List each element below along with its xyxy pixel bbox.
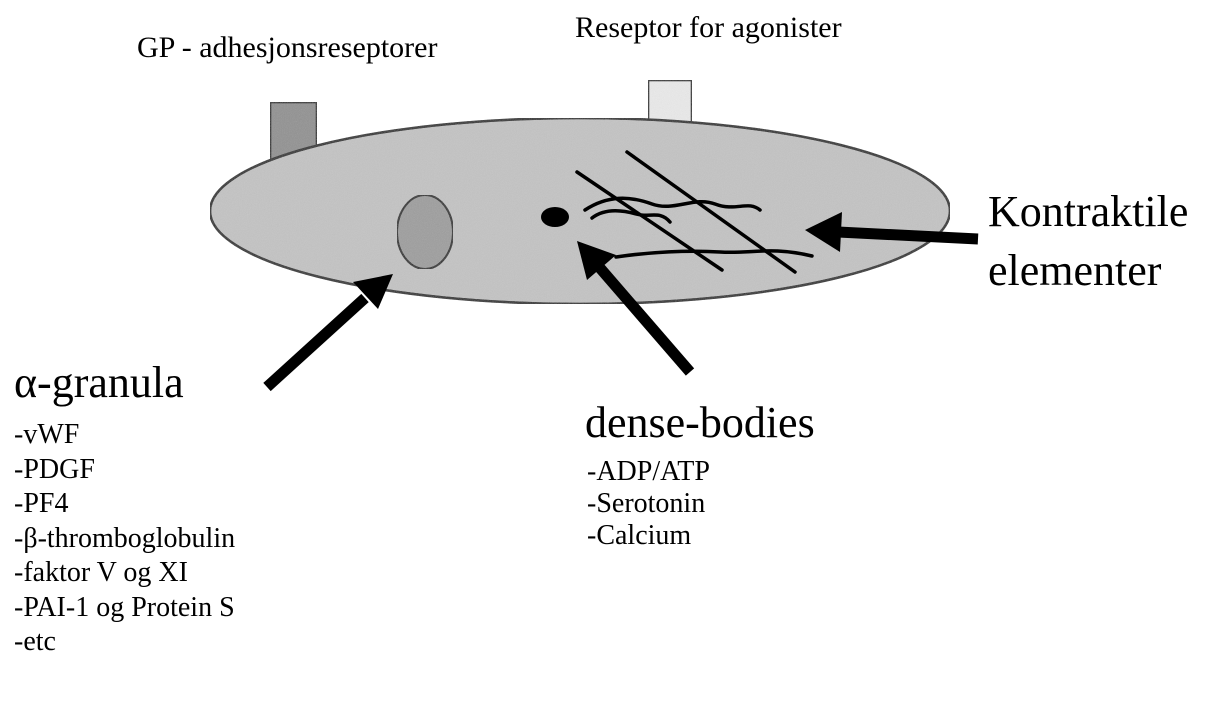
list-item: -PDGF — [14, 453, 235, 488]
list-item: -etc — [14, 625, 235, 660]
list-item: -faktor V og XI — [14, 556, 235, 591]
list-item: -Serotonin — [587, 488, 710, 520]
contractile-label-line2: elementer — [988, 249, 1161, 293]
alpha-granula-heading: α-granula — [14, 361, 184, 405]
alpha-granula-list: -vWF -PDGF -PF4 -β-thromboglobulin -fakt… — [14, 418, 235, 660]
alpha-granule — [397, 195, 453, 269]
dense-bodies-list: -ADP/ATP -Serotonin -Calcium — [587, 456, 710, 552]
list-item: -ADP/ATP — [587, 456, 710, 488]
list-item: -PF4 — [14, 487, 235, 522]
agonist-receptor-label: Reseptor for agonister — [575, 13, 842, 43]
list-item: -β-thromboglobulin — [14, 522, 235, 557]
contractile-label-line1: Kontraktile — [988, 190, 1188, 234]
dense-bodies-heading: dense-bodies — [585, 401, 815, 445]
list-item: -Calcium — [587, 520, 710, 552]
list-item: -PAI-1 og Protein S — [14, 591, 235, 626]
gp-receptor-label: GP - adhesjonsreseptorer — [137, 33, 437, 63]
platelet-cell — [210, 118, 950, 304]
dense-body — [541, 207, 569, 227]
arrow-to-alpha-granule — [267, 298, 365, 387]
list-item: -vWF — [14, 418, 235, 453]
arrow-to-contractile — [838, 232, 978, 239]
